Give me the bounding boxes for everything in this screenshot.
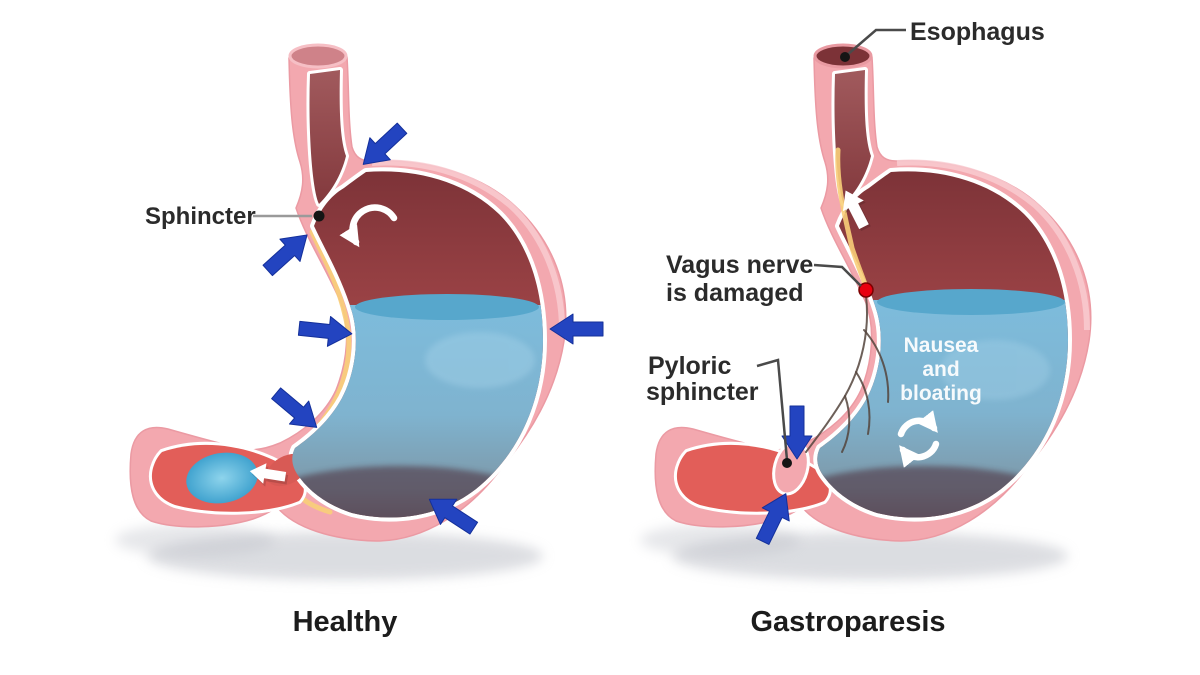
pyloric-label-dot [782, 458, 792, 468]
pyloric-label-line1: Pyloric [648, 352, 731, 380]
churn-arc-top [897, 410, 938, 438]
esophagus-label: Esophagus [910, 18, 1045, 46]
food-mass [292, 466, 543, 518]
pyloric-label-line2: sphincter [646, 378, 759, 406]
esophagus-label-dot [840, 52, 850, 62]
liquid-surface [877, 289, 1065, 315]
churn-icon [897, 410, 940, 468]
healthy-caption: Healthy [293, 606, 398, 638]
food-mass [817, 466, 1068, 518]
wall-highlight [896, 159, 1090, 331]
vagus-damage-dot [858, 282, 874, 298]
esophagus-leader-line [846, 28, 906, 56]
vagus-label-line2: is damaged [666, 279, 804, 307]
nerve-branch [855, 371, 871, 435]
vagus-leader-line [813, 263, 862, 287]
wall-highlight [371, 159, 565, 331]
sphincter-label-dot [313, 210, 325, 222]
esophagus-opening [288, 43, 348, 69]
symptom-label-line1: Nausea [904, 334, 979, 357]
nerve-branch [863, 329, 890, 403]
liquid-highlight [425, 332, 535, 388]
symptom-label-line3: bloating [900, 382, 982, 405]
food-bolus [186, 452, 258, 504]
gastroparesis-panel: Nausea and bloating Esophagus Vagus nerv… [640, 18, 1092, 638]
cardia-closed-arrow-icon [339, 204, 398, 248]
symptom-label-line2: and [922, 358, 959, 381]
sphincter-label: Sphincter [145, 203, 256, 230]
pyloric-leader-line [756, 358, 789, 461]
nerve-branch [841, 395, 851, 453]
healthy-panel: Sphincter Healthy [115, 43, 604, 638]
churn-arc-bottom [899, 440, 940, 468]
ground-shadow [115, 524, 275, 556]
vagus-label-line1: Vagus nerve [666, 251, 813, 279]
liquid-highlight [940, 340, 1050, 400]
liquid-surface [355, 294, 539, 320]
vagus-nerve-upper [835, 147, 869, 290]
gastroparesis-caption: Gastroparesis [750, 606, 945, 638]
